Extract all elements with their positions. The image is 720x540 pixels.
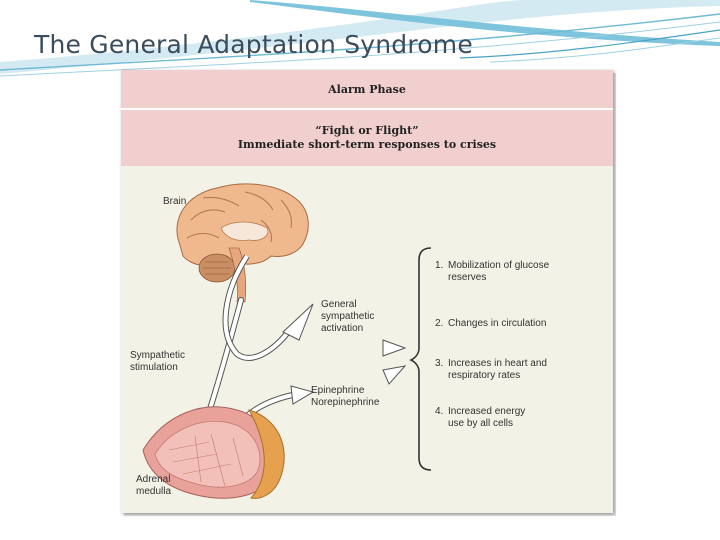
alarm-phase-illustration bbox=[142, 183, 432, 499]
slide-header-swoosh bbox=[0, 0, 720, 77]
adrenal-medulla-illustration bbox=[142, 406, 285, 499]
phase-subheader: “Fight or Flight” Immediate short-term r… bbox=[121, 110, 613, 166]
subtitle-fight-or-flight: “Fight or Flight” bbox=[315, 124, 419, 137]
phase-header: Alarm Phase bbox=[121, 70, 613, 110]
effects-bracket bbox=[409, 247, 432, 471]
arrow-to-effects-2 bbox=[382, 365, 407, 385]
alarm-phase-figure: Alarm Phase “Fight or Flight” Immediate … bbox=[121, 70, 613, 513]
subtitle-description: Immediate short-term responses to crises bbox=[237, 138, 497, 151]
list-item: 2. Changes in circulation bbox=[435, 318, 547, 329]
slide-title: The General Adaptation Syndrome bbox=[34, 30, 473, 59]
label-general-sympathetic-activation: General sympathetic activation bbox=[321, 299, 375, 334]
label-adrenal-medulla: Adrenal medulla bbox=[136, 474, 172, 497]
arrow-to-effects-1 bbox=[382, 339, 407, 357]
label-brain: Brain bbox=[163, 196, 187, 207]
label-sympathetic-stimulation: Sympathetic stimulation bbox=[130, 350, 186, 373]
brain-illustration bbox=[176, 183, 309, 303]
label-hormones: Epinephrine Norepinephrine bbox=[311, 385, 380, 408]
phase-title: Alarm Phase bbox=[328, 82, 406, 96]
